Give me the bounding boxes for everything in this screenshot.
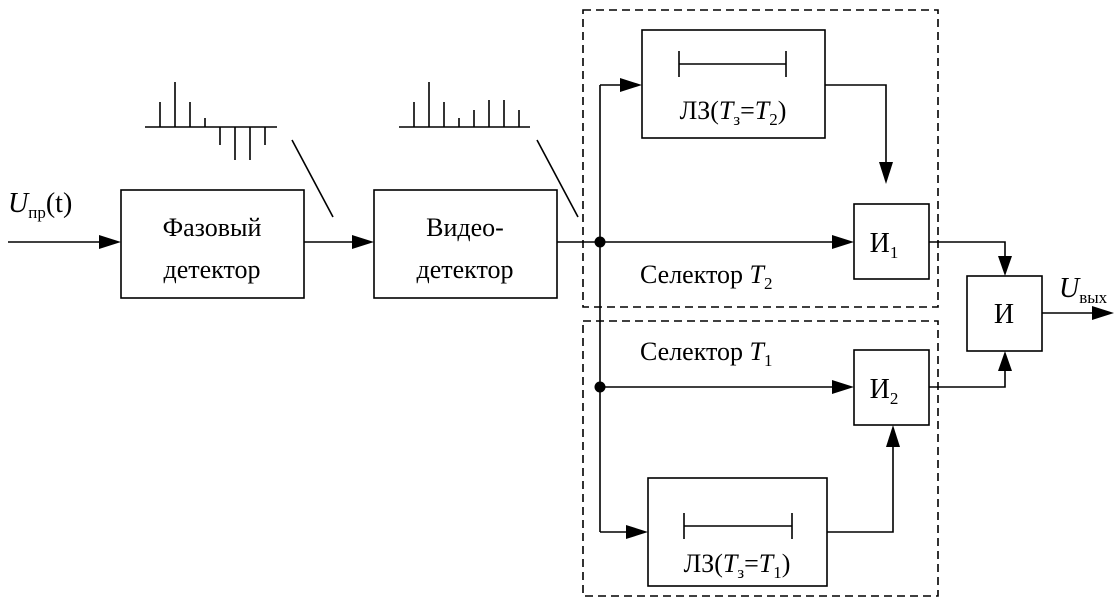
output-signal-label: Uвых bbox=[1059, 273, 1108, 307]
delay-line-t2-label: ЛЗ(Tз=T2) bbox=[680, 96, 787, 129]
bipolar-pulse-waveform bbox=[145, 82, 277, 160]
and-final-label: И bbox=[994, 299, 1014, 330]
delay-symbol-top bbox=[678, 51, 787, 77]
waveform2-pointer bbox=[536, 139, 579, 218]
and2-to-final-arrowhead bbox=[998, 351, 1012, 371]
pd-to-vd-arrowhead bbox=[352, 235, 374, 249]
and1-to-final-line bbox=[929, 241, 1006, 262]
delay-bottom-to-and2-line bbox=[827, 441, 894, 533]
direct-to-and1-arrowhead bbox=[832, 235, 854, 249]
and2-label: И2 bbox=[870, 374, 899, 408]
video-detector-block bbox=[373, 189, 558, 299]
and1-gate bbox=[853, 203, 930, 280]
video-detector-label-line1: Видео- bbox=[426, 213, 504, 242]
input-signal-label: Uпр(t) bbox=[8, 188, 72, 222]
and-final-gate bbox=[966, 275, 1043, 352]
unipolar-pulse-waveform bbox=[399, 82, 530, 128]
to-delay-top-arrowhead bbox=[620, 78, 642, 92]
delay-top-to-and1-line bbox=[825, 84, 887, 168]
delay-line-t1-label: ЛЗ(Tз=T1) bbox=[684, 549, 791, 582]
to-delay-bottom-arrowhead bbox=[626, 525, 648, 539]
and1-label: И1 bbox=[870, 228, 899, 262]
output-arrowhead bbox=[1092, 306, 1114, 320]
and2-gate bbox=[853, 349, 930, 426]
input-arrowhead bbox=[99, 235, 121, 249]
waveform1-pointer bbox=[291, 139, 334, 218]
selector-t2-label: Селектор T2 bbox=[640, 260, 773, 293]
phase-detector-label-line2: детектор bbox=[164, 255, 261, 284]
selector-t1-label: Селектор T1 bbox=[640, 337, 773, 370]
phase-detector-label-line1: Фазовый bbox=[163, 213, 262, 242]
delay-top-to-and1-arrowhead bbox=[879, 162, 893, 184]
delay-bottom-to-and2-arrowhead bbox=[886, 425, 900, 447]
delay-line-t1-block bbox=[647, 477, 828, 587]
selector-t1-frame bbox=[582, 320, 939, 597]
and1-to-final-arrowhead bbox=[998, 256, 1012, 276]
delay-line-t2-block bbox=[641, 29, 826, 139]
video-detector-label-line2: детектор bbox=[417, 255, 514, 284]
phase-detector-block bbox=[120, 189, 305, 299]
direct-to-and2-arrowhead bbox=[832, 380, 854, 394]
and2-to-final-line bbox=[929, 365, 1006, 388]
delay-symbol-bottom bbox=[683, 513, 793, 539]
